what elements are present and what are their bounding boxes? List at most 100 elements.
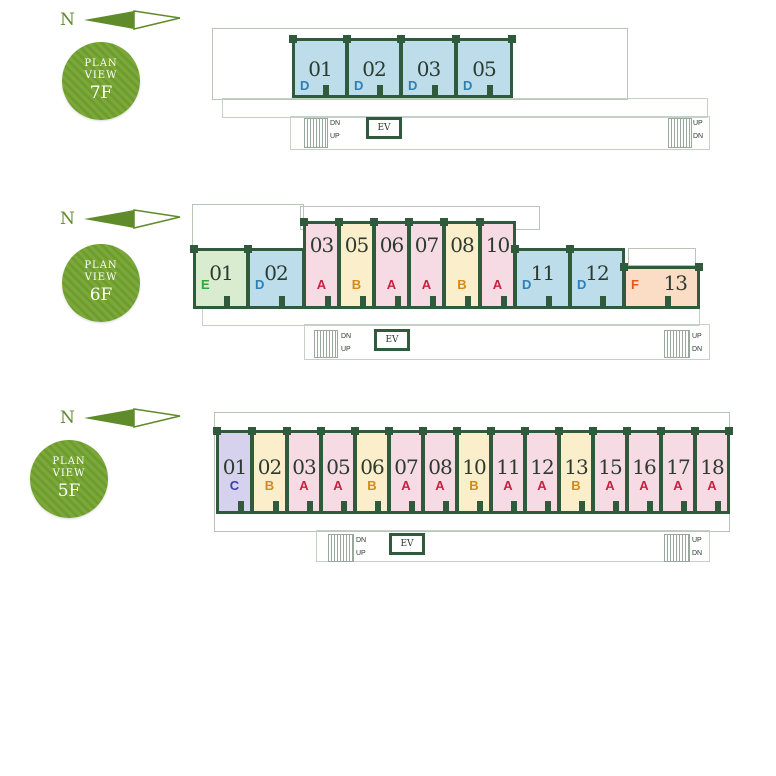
unit-type-label: D <box>300 78 310 93</box>
structural-column <box>385 427 393 435</box>
north-indicator: N <box>60 408 190 434</box>
unit-number: 18 <box>700 455 724 479</box>
structural-column <box>555 427 563 435</box>
unit-door <box>323 85 329 95</box>
unit-type-label: D <box>255 277 265 292</box>
structural-column <box>343 35 351 43</box>
stair-right-dn: DN <box>693 133 704 140</box>
structural-column <box>440 218 448 226</box>
unit-number: 06 <box>379 233 404 257</box>
north-arrow-icon <box>84 209 181 229</box>
unit-door <box>647 501 653 511</box>
stair-left-dn: DN <box>356 537 367 544</box>
elevator: EV <box>366 117 402 139</box>
structural-column <box>351 427 359 435</box>
badge-line1: PLAN <box>84 58 118 69</box>
unit-door <box>511 501 517 511</box>
north-indicator: N <box>60 209 190 235</box>
unit-door <box>430 296 436 306</box>
unit-number: 01 <box>209 261 233 285</box>
plan-view-badge: PLAN VIEW 6F <box>62 244 140 322</box>
unit-door <box>501 296 507 306</box>
unit-type-label: A <box>537 478 547 493</box>
unit-type-label: B <box>469 478 479 493</box>
unit-number: 11 <box>530 261 555 285</box>
structural-column <box>335 218 343 226</box>
structural-column <box>508 35 516 43</box>
unit-type-label: B <box>457 277 467 292</box>
unit-number: 05 <box>472 57 496 81</box>
unit-door <box>681 501 687 511</box>
unit-door <box>360 296 366 306</box>
structural-column <box>248 427 256 435</box>
stair-right-dn: DN <box>692 550 703 557</box>
unit-type-label: F <box>631 277 639 292</box>
stair-left-dn: DN <box>341 333 352 340</box>
structural-column <box>589 427 597 435</box>
unit-type-label: D <box>577 277 587 292</box>
unit-door <box>375 501 381 511</box>
unit-type-label: B <box>351 277 362 292</box>
structural-column <box>317 427 325 435</box>
stair-right-dn: DN <box>692 346 703 353</box>
structural-column <box>190 245 198 253</box>
stair-right-up: UP <box>693 120 703 127</box>
unit-door <box>377 85 383 95</box>
north-label: N <box>60 408 75 428</box>
north-arrow-icon <box>84 10 181 30</box>
unit-number: 01 <box>222 455 247 479</box>
stairwell-left <box>304 118 328 148</box>
unit-type-label: A <box>707 478 717 493</box>
unit-type-label: E <box>201 277 210 292</box>
stair-right-up: UP <box>692 333 702 340</box>
unit-door <box>395 296 401 306</box>
badge-floor: 7F <box>89 83 113 103</box>
unit-type-label: A <box>316 277 327 292</box>
unit-type-label: A <box>386 277 397 292</box>
badge-floor: 5F <box>57 481 81 501</box>
north-label: N <box>60 10 75 30</box>
building-outline-right <box>628 248 696 266</box>
unit-type-label: A <box>299 478 309 493</box>
unit-door <box>600 296 606 306</box>
unit-number: 13 <box>564 455 588 479</box>
stair-left-up: UP <box>330 133 340 140</box>
unit-type-label: A <box>605 478 615 493</box>
corridor-lower <box>290 116 710 150</box>
unit-door <box>409 501 415 511</box>
badge-line1: PLAN <box>52 456 86 467</box>
structural-column <box>453 427 461 435</box>
structural-column <box>244 245 252 253</box>
structural-column <box>521 427 529 435</box>
